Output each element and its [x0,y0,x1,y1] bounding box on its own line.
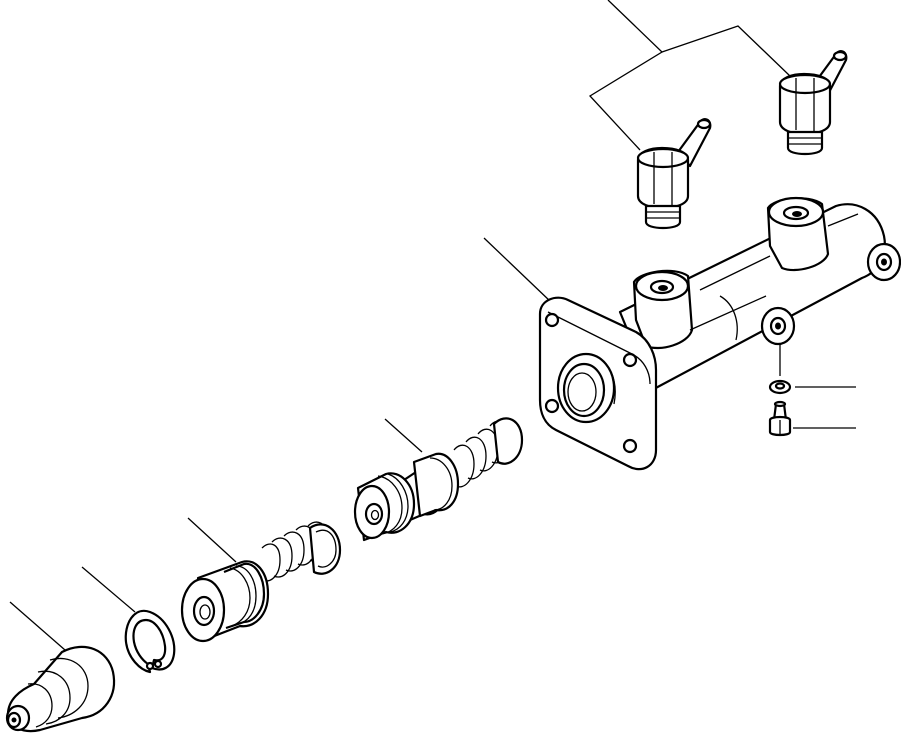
cylinder-body [538,196,901,471]
primary-piston-assembly [353,417,524,542]
leader-line-snap-ring [81,566,136,613]
snap-ring [124,609,176,674]
leader-line-cylinder-body [483,237,552,303]
washer [768,379,792,395]
banjo-fitting [636,118,712,230]
leader-line-secondary-piston [187,517,237,563]
leader-line-primary-piston [384,418,423,453]
boot [5,645,116,733]
secondary-piston-assembly [180,521,342,643]
leader-line-banjo-fittings [588,0,664,151]
bleeder-screw [768,400,792,437]
leader-line-banjo-fittings-branch [661,25,791,77]
banjo-fitting [778,50,848,156]
leader-line-boot [9,601,66,651]
leader-lines [9,0,856,651]
